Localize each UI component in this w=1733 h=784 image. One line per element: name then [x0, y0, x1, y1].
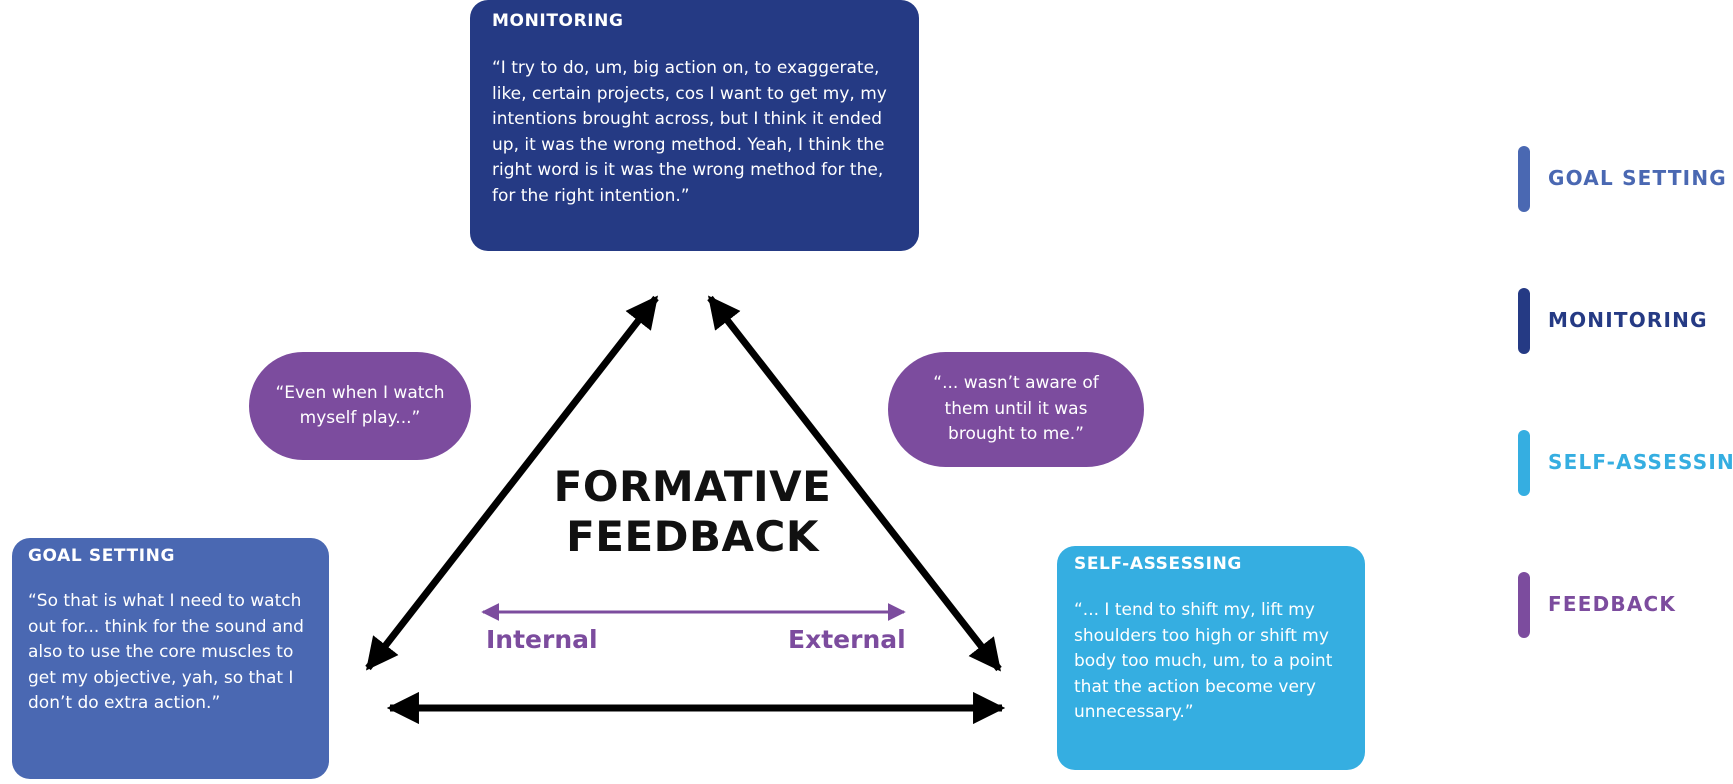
self-assessing-box: SELF-ASSESSING “... I tend to shift my, … [1057, 546, 1365, 770]
self-assessing-title: SELF-ASSESSING [1074, 554, 1242, 574]
goal-setting-box: GOAL SETTING “So that is what I need to … [12, 538, 329, 779]
feedback-quote-left-text: “Even when I watch myself play...” [275, 382, 445, 429]
legend-label-feedback: FEEDBACK [1548, 592, 1677, 616]
monitoring-quote: “I try to do, um, big action on, to exag… [492, 58, 887, 206]
legend-swatch-feedback [1518, 572, 1530, 638]
legend-swatch-self-assessing [1518, 430, 1530, 496]
feedback-quote-right: “... wasn’t aware of them until it was b… [888, 352, 1144, 467]
arrow-goal-to-monitoring [365, 295, 659, 671]
external-label: External [788, 625, 906, 654]
self-assessing-quote: “... I tend to shift my, lift my shoulde… [1074, 600, 1333, 722]
internal-label: Internal [486, 625, 598, 654]
arrow-monitoring-to-self [707, 295, 1002, 672]
legend-label-self-assessing: SELF-ASSESSING [1548, 450, 1733, 474]
legend-swatch-goal-setting [1518, 146, 1530, 212]
goal-setting-title: GOAL SETTING [28, 546, 176, 566]
goal-setting-quote: “So that is what I need to watch out for… [28, 591, 304, 713]
legend-swatch-monitoring [1518, 288, 1530, 354]
center-title-line2: FEEDBACK [566, 512, 819, 561]
monitoring-box: MONITORING “I try to do, um, big action … [470, 0, 919, 251]
formative-feedback-title: FORMATIVE FEEDBACK [540, 462, 845, 562]
feedback-quote-right-text: “... wasn’t aware of them until it was b… [933, 373, 1099, 445]
feedback-quote-left: “Even when I watch myself play...” [249, 352, 471, 460]
center-title-line1: FORMATIVE [553, 462, 832, 511]
legend-label-monitoring: MONITORING [1548, 308, 1708, 332]
monitoring-title: MONITORING [492, 11, 624, 31]
legend-label-goal-setting: GOAL SETTING [1548, 166, 1727, 190]
